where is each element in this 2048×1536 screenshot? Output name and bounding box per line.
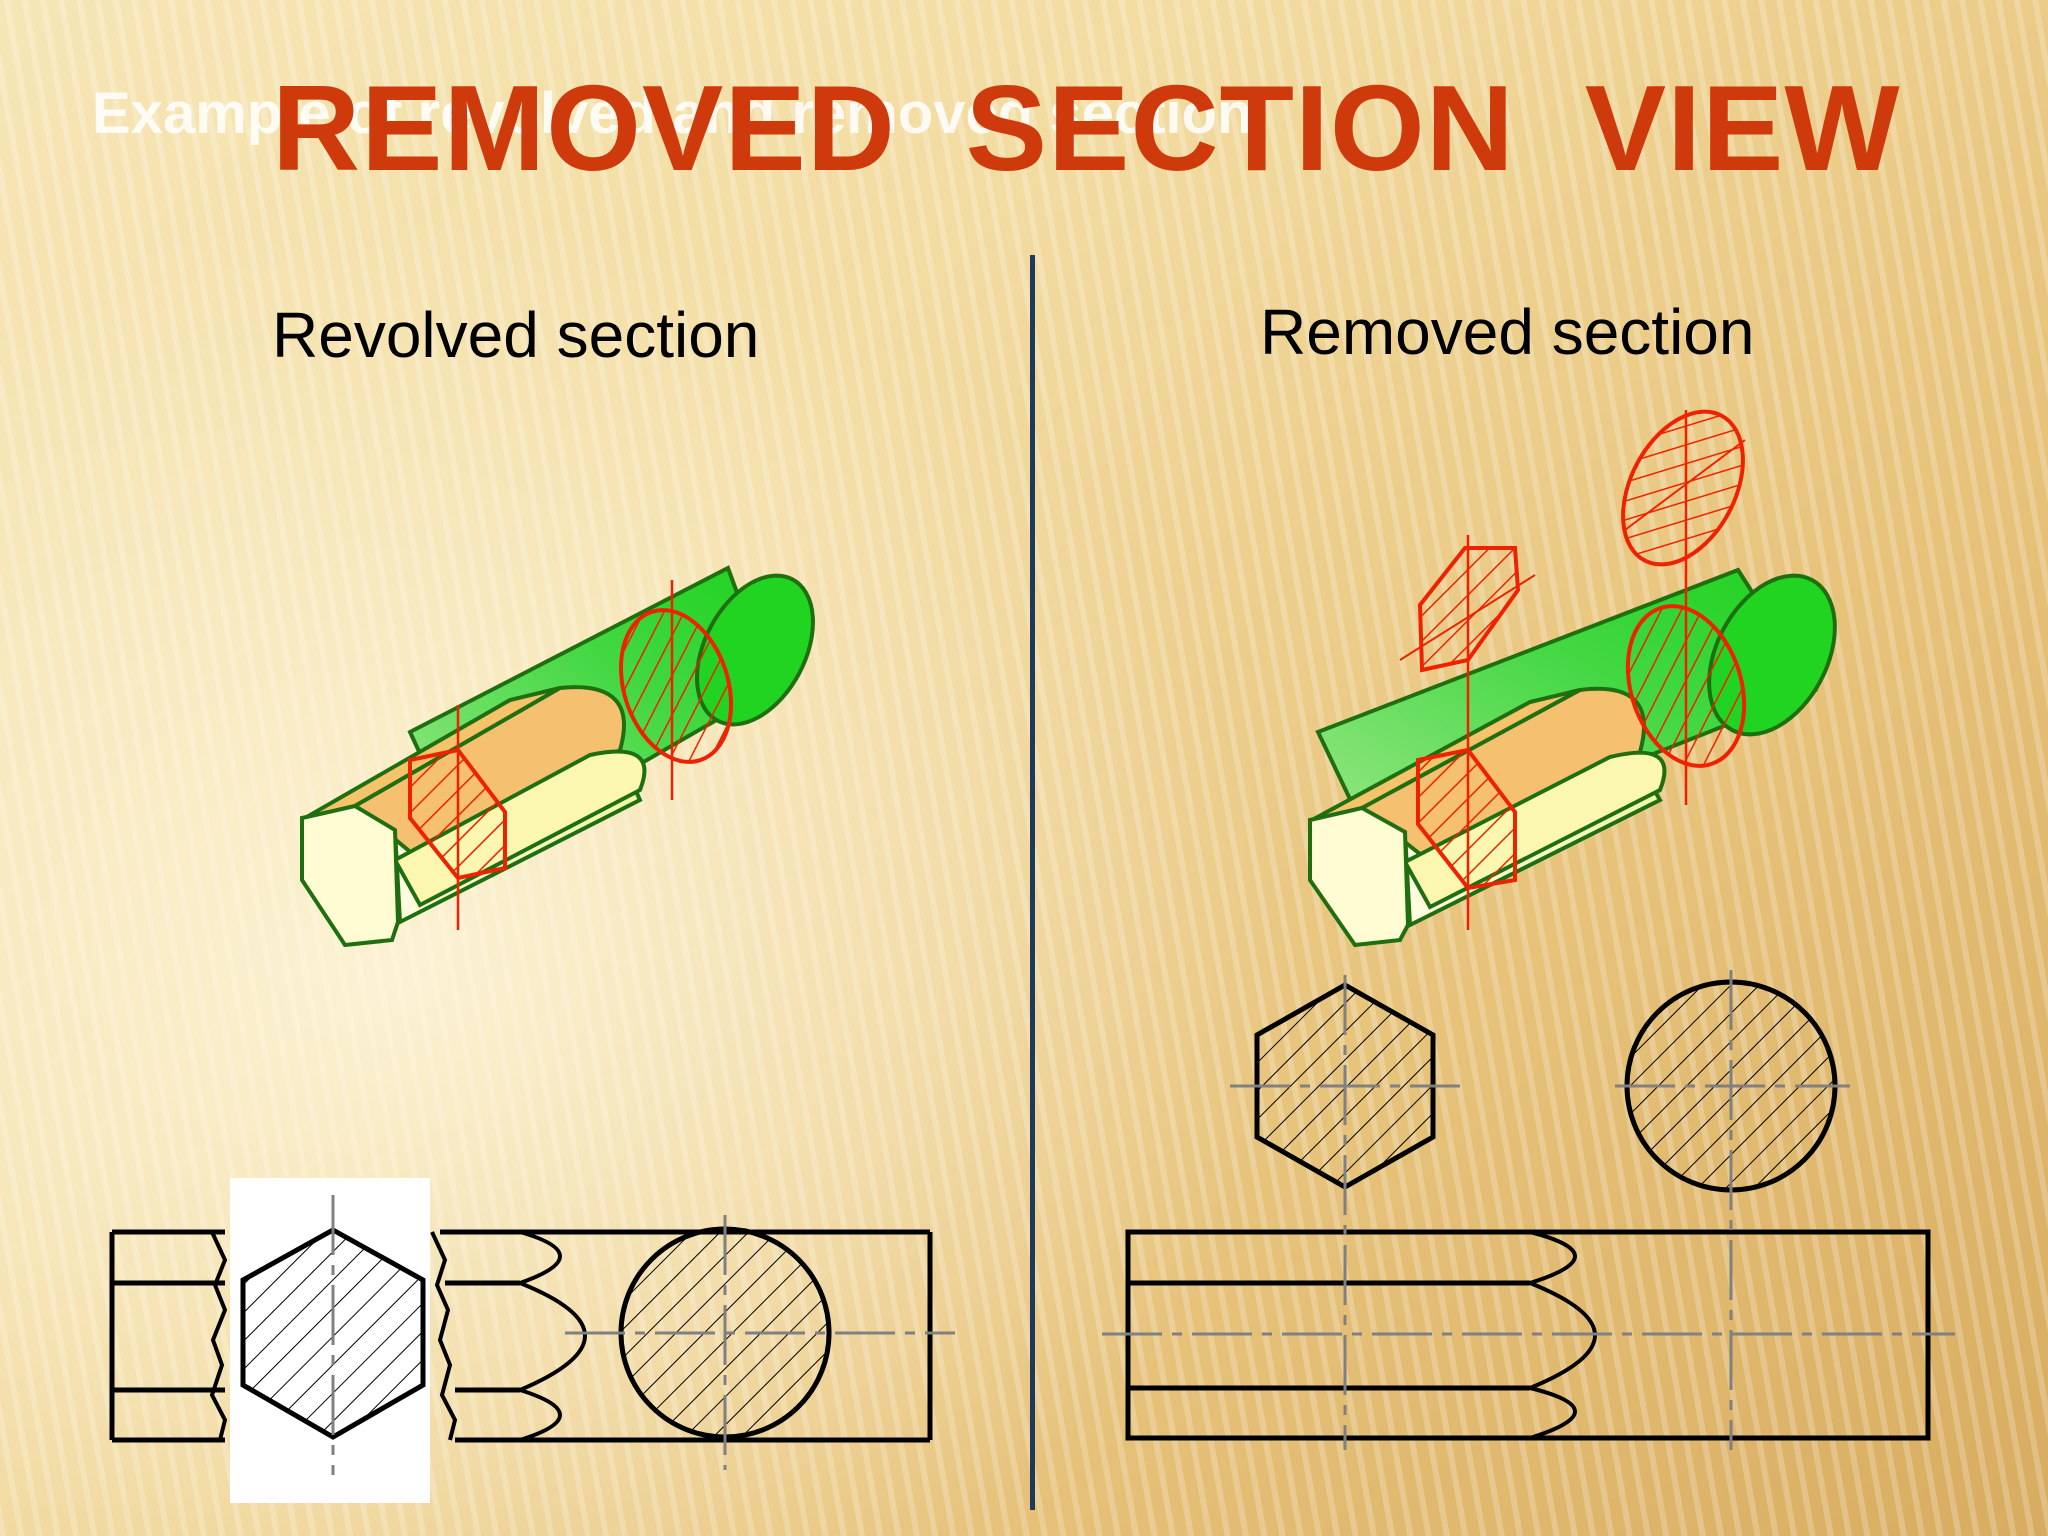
break-line-right — [430, 1231, 458, 1441]
removed-circle-axis — [1624, 439, 1746, 531]
shaft-hex-end-face — [1308, 805, 1411, 948]
revolved-section-label: Revolved section — [272, 299, 760, 371]
removed-circle-section — [1621, 409, 1745, 567]
slide-title: REMOVED SECTION VIEW — [272, 60, 1901, 196]
revolved-shaft-3d — [300, 565, 815, 948]
slide-subtitle: Example of revolved and removed section — [92, 81, 1253, 146]
revolved-2d-drawing — [109, 1178, 955, 1503]
revolved-circle-section — [618, 608, 734, 764]
break-line-left — [209, 1231, 228, 1441]
center-divider — [1030, 255, 1035, 1510]
removed-hex-axis — [1399, 574, 1536, 661]
removed-2d-drawing — [1102, 970, 1955, 1450]
removed-hex-section — [1417, 546, 1521, 673]
shaft-hex-end-face — [300, 803, 401, 948]
removed-section-label: Removed section — [1260, 296, 1755, 368]
removed-shaft-3d — [1308, 409, 1837, 948]
